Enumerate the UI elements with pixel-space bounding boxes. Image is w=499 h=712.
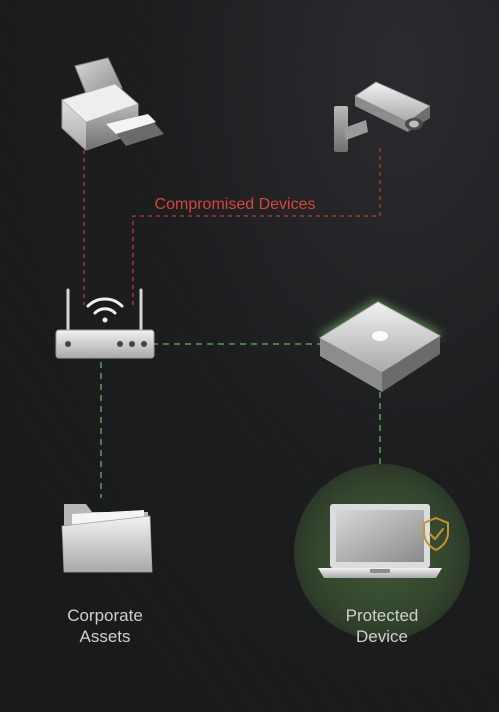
shield-check-icon — [423, 516, 449, 552]
corporate-assets-label-line2: Assets — [79, 627, 131, 646]
folder-icon — [61, 504, 153, 573]
secure-links — [100, 343, 381, 498]
security-camera-icon — [334, 81, 431, 152]
compromised-devices-label: Compromised Devices — [154, 196, 316, 213]
printer-icon — [61, 57, 164, 151]
protected-device-label: Protected Device — [317, 605, 447, 647]
protected-device-label-line1: Protected — [345, 606, 419, 625]
wifi-router-icon — [55, 288, 155, 359]
protected-device-group — [294, 464, 470, 640]
security-gateway-icon — [318, 300, 442, 392]
compromised-links — [83, 148, 381, 305]
camera-router-link — [132, 148, 381, 305]
corporate-assets-label: Corporate Assets — [40, 605, 170, 647]
wifi-signal-icon — [86, 297, 124, 323]
corporate-assets-label-line1: Corporate — [67, 606, 143, 625]
protected-device-label-line2: Device — [356, 627, 408, 646]
laptop-icon — [318, 504, 442, 578]
